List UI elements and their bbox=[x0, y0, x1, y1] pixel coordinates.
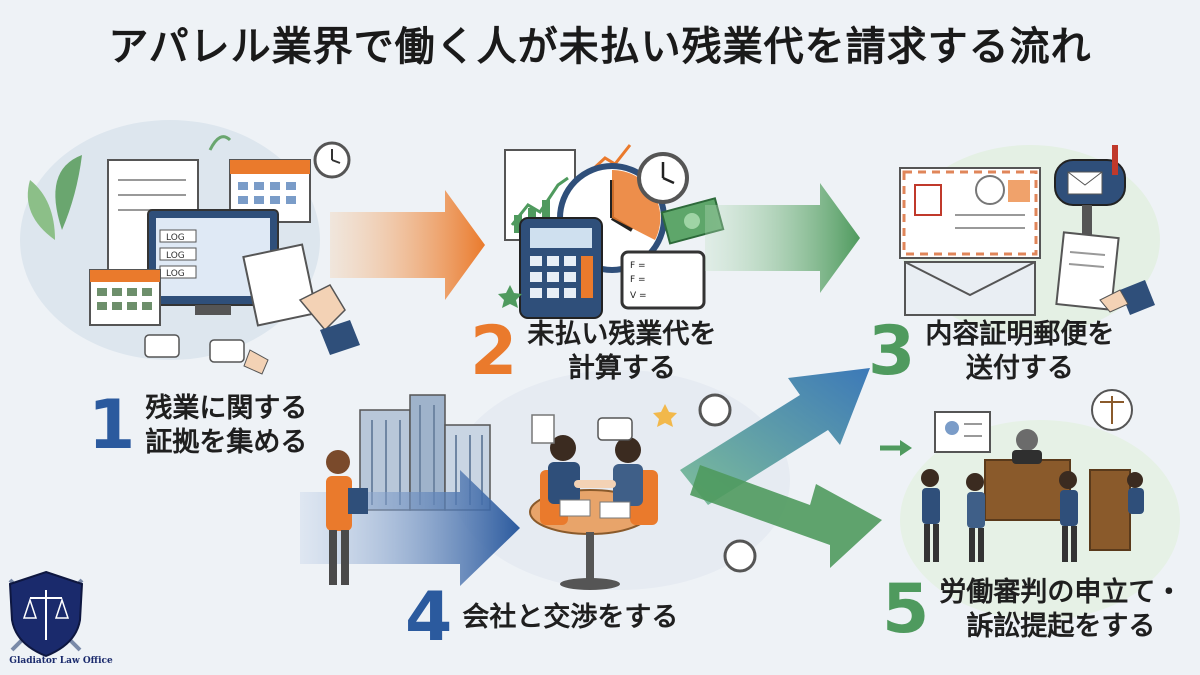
step-label: 会社と交渉をする bbox=[462, 601, 678, 635]
step-label: 労働審判の申立て・ 訴訟提起をする bbox=[939, 576, 1182, 644]
step-label-line: 送付する bbox=[965, 353, 1074, 384]
step-1: 1 残業に関する 証拠を集める bbox=[88, 392, 307, 460]
negotiation-illustration bbox=[300, 393, 757, 590]
step-label-line: 内容証明郵便を bbox=[925, 319, 1115, 351]
step-number: 3 bbox=[868, 312, 916, 391]
evidence-illustration: LOG LOG LOG bbox=[27, 135, 360, 375]
calculation-illustration: F = F = V = bbox=[498, 144, 725, 319]
flow-arrow-4-to-5 bbox=[690, 465, 882, 568]
step-label-line: 会社と交渉をする bbox=[462, 602, 679, 634]
step-number: 4 bbox=[405, 578, 453, 657]
step-number: 2 bbox=[470, 312, 518, 391]
flow-arrow-4-to-3 bbox=[680, 368, 870, 505]
step-label-line: 訴訟提起をする bbox=[966, 611, 1156, 642]
step-label-line: 残業に関する bbox=[145, 393, 308, 425]
step-number: 1 bbox=[88, 386, 136, 465]
courtroom-illustration bbox=[880, 389, 1144, 562]
log-label: LOG bbox=[166, 269, 185, 279]
step-label: 内容証明郵便を 送付する bbox=[925, 318, 1114, 386]
formula-line: F = bbox=[630, 261, 646, 271]
step-label-line: 労働審判の申立て・ bbox=[939, 577, 1183, 609]
step-label-line: 未払い残業代を bbox=[527, 319, 717, 351]
flow-arrow-2-to-3 bbox=[705, 183, 860, 293]
shield-scales-icon bbox=[8, 570, 84, 658]
step-5: 5 労働審判の申立て・ 訴訟提起をする bbox=[882, 576, 1182, 644]
firm-logo-name: Gladiator Law Office bbox=[9, 656, 113, 666]
step-label-line: 証拠を集める bbox=[145, 427, 308, 458]
log-label: LOG bbox=[166, 251, 185, 261]
formula-line: F = bbox=[630, 275, 646, 285]
step-number: 5 bbox=[882, 570, 930, 649]
certified-mail-illustration bbox=[899, 145, 1155, 316]
formula-line: V = bbox=[630, 291, 647, 301]
step-2: 2 未払い残業代を 計算する bbox=[470, 318, 716, 386]
flow-arrow-1-to-2 bbox=[330, 190, 485, 300]
step-label: 残業に関する 証拠を集める bbox=[145, 392, 307, 460]
step-4: 4 会社と交渉をする bbox=[405, 584, 678, 652]
step-label: 未払い残業代を 計算する bbox=[527, 318, 716, 386]
step-label-line: 計算する bbox=[567, 353, 676, 384]
log-label: LOG bbox=[166, 233, 185, 243]
step-3: 3 内容証明郵便を 送付する bbox=[868, 318, 1114, 386]
page-title: アパレル業界で働く人が未払い残業代を請求する流れ bbox=[108, 24, 1092, 70]
